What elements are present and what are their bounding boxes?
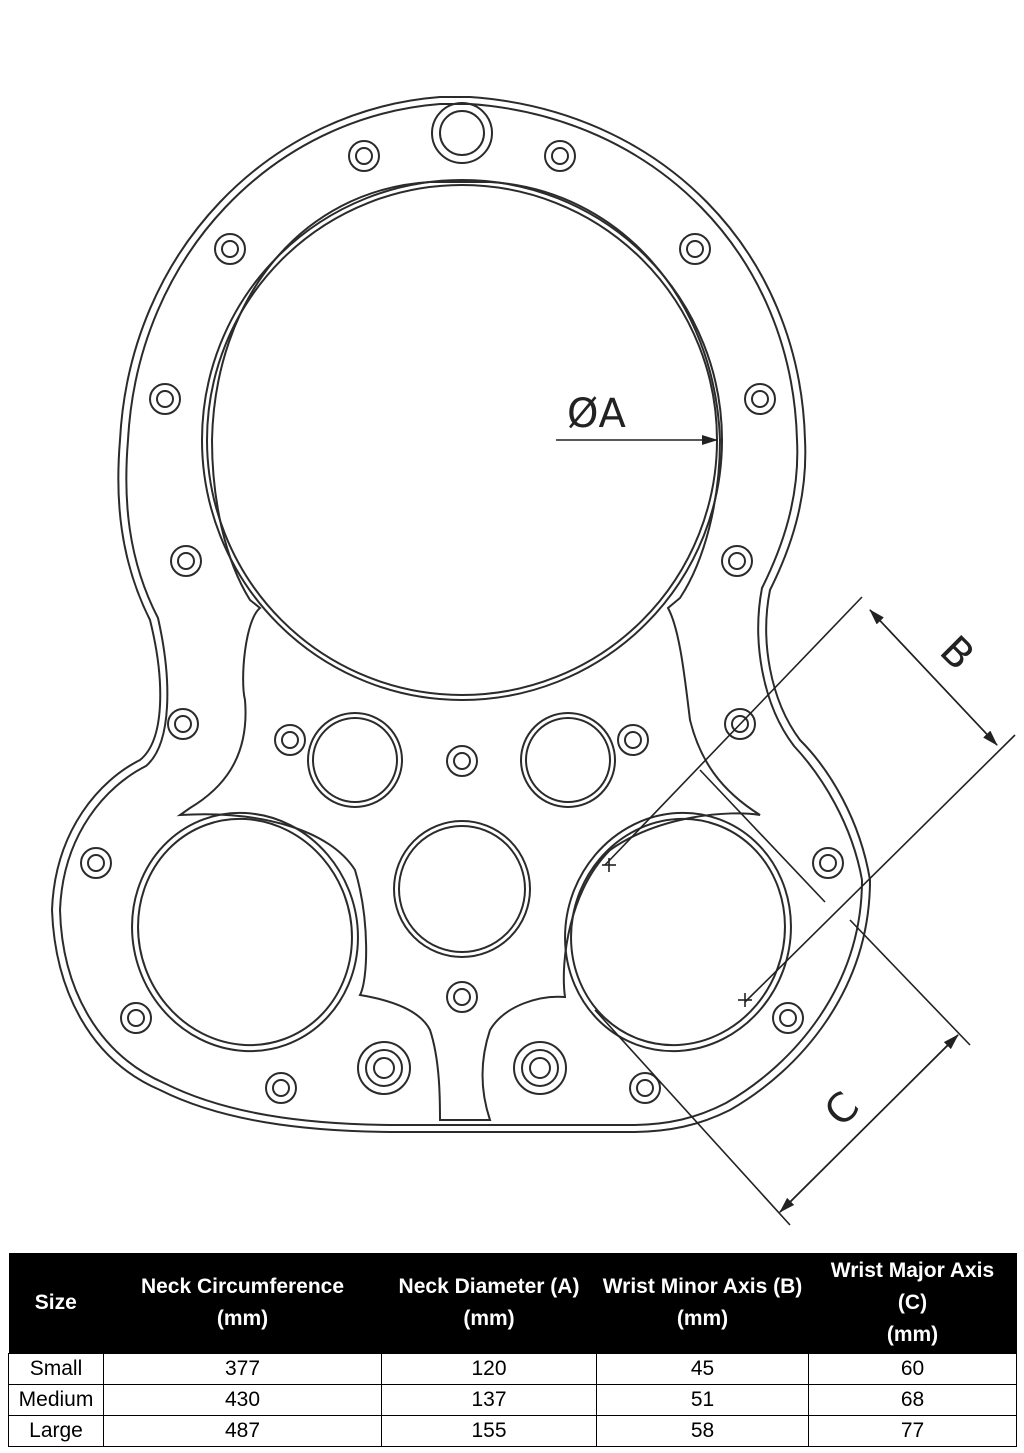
header-neck-diameter: Neck Diameter (A)(mm) [381,1253,597,1354]
bolt-hole [221,240,239,258]
bolt-hole [629,1072,661,1104]
bolt-hole [453,752,471,770]
right-pivot [513,1041,567,1095]
plate-outline [50,96,872,1133]
bolt-hole [721,545,753,577]
right-small-hole [520,712,616,808]
left-pivot [357,1041,411,1095]
table-row: Medium 430 137 51 68 [8,1384,1017,1416]
bolt-holes [80,140,844,1104]
bolt-hole [80,847,112,879]
bolt-hole [686,240,704,258]
technical-drawing: ØA B C [50,96,1016,1226]
bolt-hole [624,731,642,749]
bolt-hole [87,854,105,872]
label-neck-diameter: ØA [567,391,626,437]
bolt-hole [170,545,202,577]
cell-neck-diameter: 120 [381,1353,597,1385]
bolt-hole [751,390,769,408]
bolt-hole [149,383,181,415]
left-wrist-opening [131,811,359,1053]
header-neck-circumference: Neck Circumference(mm) [103,1253,382,1354]
bolt-hole [724,708,756,740]
bolt-hole [156,390,174,408]
left-small-hole [307,712,403,808]
bolt-hole [679,233,711,265]
cell-wrist-minor: 51 [596,1384,809,1416]
bolt-hole [167,708,199,740]
neck-opening [201,179,723,701]
bolt-hole [453,988,471,1006]
label-wrist-minor: B [931,627,983,679]
bolt-hole [214,233,246,265]
cell-neck-diameter: 155 [381,1415,597,1447]
cell-size: Large [8,1415,104,1447]
bolt-hole [819,854,837,872]
bolt-hole [274,724,306,756]
cell-size: Medium [8,1384,104,1416]
cell-neck-circumference: 430 [103,1384,382,1416]
cell-wrist-minor: 58 [596,1415,809,1447]
cell-wrist-minor: 45 [596,1353,809,1385]
header-wrist-major: Wrist Major Axis(C)(mm) [808,1253,1017,1354]
bolt-hole [177,552,195,570]
cell-neck-diameter: 137 [381,1384,597,1416]
bolt-hole [551,147,569,165]
bolt-hole [355,147,373,165]
right-wrist-opening [564,811,792,1053]
bolt-hole [265,1072,297,1104]
header-size: Size [8,1253,104,1354]
plate-outline-inner [58,103,864,1126]
table-row: Small 377 120 45 60 [8,1353,1017,1385]
cell-neck-circumference: 377 [103,1353,382,1385]
size-table: Size Neck Circumference(mm) Neck Diamete… [8,1253,1017,1447]
cell-wrist-major: 60 [808,1353,1017,1385]
frame-inner-outline [176,181,761,1121]
bolt-hole [281,731,299,749]
center-hole [393,820,531,958]
cell-size: Small [8,1353,104,1385]
bolt-hole [772,1002,804,1034]
bolt-hole [636,1079,654,1097]
cell-neck-circumference: 487 [103,1415,382,1447]
table-header-row: Size Neck Circumference(mm) Neck Diamete… [8,1253,1017,1354]
bolt-hole [812,847,844,879]
cell-wrist-major: 77 [808,1415,1017,1447]
bolt-hole [348,140,380,172]
cell-wrist-major: 68 [808,1384,1017,1416]
label-wrist-major: C [816,1083,868,1135]
bolt-hole [120,1002,152,1034]
header-wrist-minor: Wrist Minor Axis (B)(mm) [596,1253,809,1354]
top-pivot [431,102,493,164]
bolt-hole [744,383,776,415]
bolt-hole [446,745,478,777]
table-row: Large 487 155 58 77 [8,1415,1017,1447]
bolt-hole [544,140,576,172]
bolt-hole [446,981,478,1013]
bolt-hole [779,1009,797,1027]
bolt-hole [731,715,749,733]
bolt-hole [272,1079,290,1097]
bolt-hole [127,1009,145,1027]
bolt-hole [174,715,192,733]
bolt-hole [617,724,649,756]
bolt-hole [728,552,746,570]
